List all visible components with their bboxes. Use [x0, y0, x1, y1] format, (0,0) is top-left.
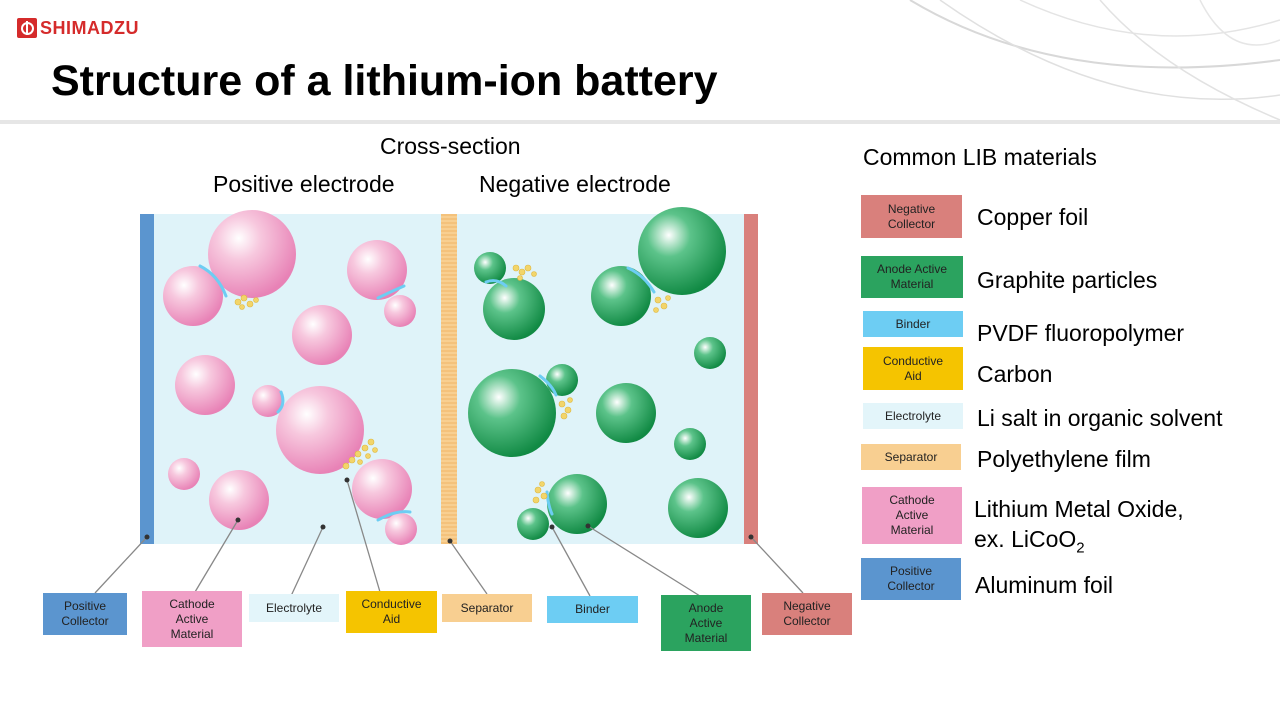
cross-section-heading: Cross-section [380, 133, 521, 159]
negative-electrode-label: Negative electrode [479, 171, 671, 197]
legend-swatch-electrolyte: Electrolyte [863, 403, 963, 429]
title-divider [0, 120, 1280, 124]
lithium-metal-oxide-line2: ex. LiCoO2 [974, 526, 1085, 557]
legend-label-carbon: Carbon [977, 361, 1053, 387]
separator-bar [441, 214, 457, 544]
legend-swatch-cathode-active-material: Cathode Active Material [862, 487, 962, 544]
legend-swatch-binder: Binder [863, 311, 963, 337]
callout-conductive-aid: Conductive Aid [346, 591, 437, 633]
callout-positive-collector: Positive Collector [43, 593, 127, 635]
conductive-aid-clusters [234, 264, 671, 504]
formula-subscript: 2 [1076, 539, 1085, 557]
legend-swatch-positive-collector: Positive Collector [861, 558, 961, 600]
callout-negative-collector: Negative Collector [762, 593, 852, 635]
legend-swatch-separator: Separator [861, 444, 961, 470]
legend-label-polyethylene: Polyethylene film [977, 446, 1151, 472]
legend-swatch-negative-collector: Negative Collector [861, 195, 962, 238]
anode-particles [468, 207, 728, 540]
legend-label-li-salt: Li salt in organic solvent [977, 405, 1223, 431]
callout-binder: Binder [547, 596, 638, 623]
brand-logo: SHIMADZU [17, 17, 139, 39]
legend-heading: Common LIB materials [863, 144, 1097, 170]
legend-label-graphite: Graphite particles [977, 267, 1158, 293]
legend-label-copper-foil: Copper foil [977, 204, 1089, 230]
decorative-arcs [909, 0, 1280, 121]
brand-name: SHIMADZU [40, 17, 139, 38]
negative-collector-bar [744, 214, 758, 544]
leader-lines [94, 479, 804, 597]
callout-separator: Separator [442, 594, 532, 622]
battery-cross-section [94, 207, 804, 597]
shimadzu-logo-icon [17, 18, 37, 38]
binder-strokes [198, 264, 656, 522]
legend-swatch-anode-active-material: Anode Active Material [861, 256, 963, 298]
cathode-particles [163, 210, 417, 545]
lithium-metal-oxide-line1: Lithium Metal Oxide, [974, 496, 1184, 522]
callout-anode-active-material: Anode Active Material [661, 595, 751, 651]
legend-swatch-conductive-aid: Conductive Aid [863, 347, 963, 390]
legend-label-lithium-metal-oxide: Lithium Metal Oxide, ex. LiCoO2 [974, 494, 1184, 564]
legend-label-aluminum-foil: Aluminum foil [975, 572, 1114, 598]
callout-electrolyte: Electrolyte [249, 594, 339, 622]
positive-collector-bar [140, 214, 154, 544]
legend-label-pvdf: PVDF fluoropolymer [977, 320, 1185, 346]
page-title: Structure of a lithium-ion battery [51, 57, 718, 105]
leader-dots [144, 477, 754, 544]
positive-electrode-label: Positive electrode [213, 171, 395, 197]
licoo-formula: ex. LiCoO [974, 526, 1077, 552]
callout-cathode-active-material: Cathode Active Material [142, 591, 242, 647]
